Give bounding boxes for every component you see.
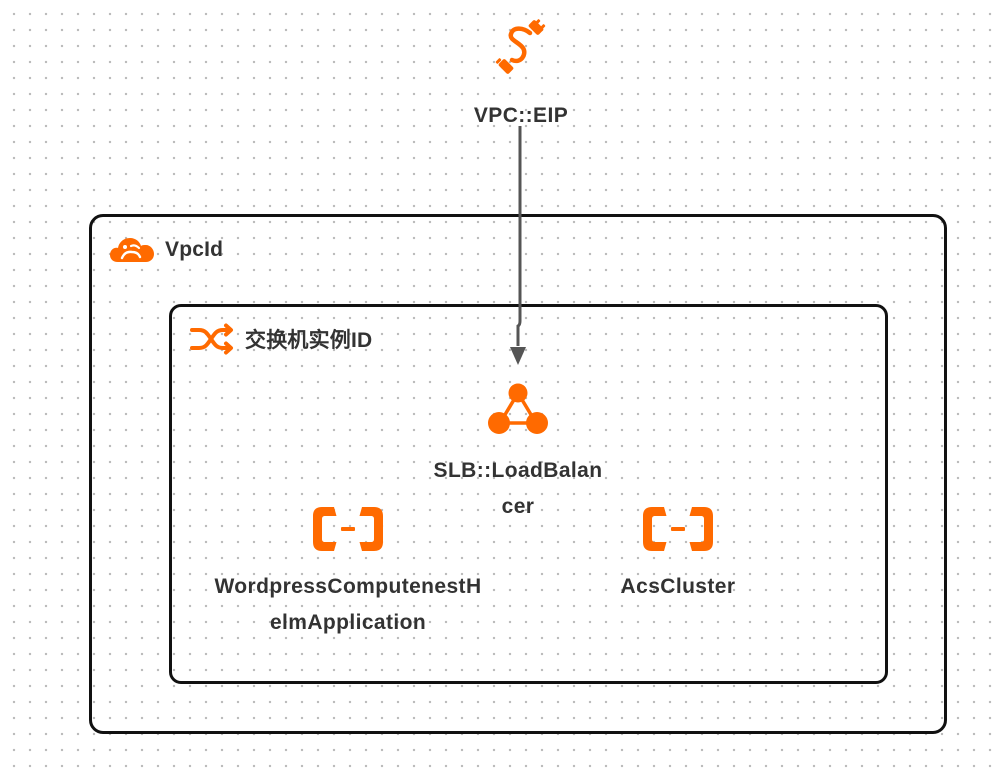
slb-node[interactable]: SLB::LoadBalancer bbox=[428, 381, 608, 525]
compute-nest-icon bbox=[313, 507, 383, 551]
vpc-group-header: VpcId bbox=[109, 235, 223, 265]
acs-cluster-node-label: AcsCluster bbox=[620, 575, 736, 598]
cable-link-icon bbox=[495, 19, 546, 74]
wordpress-app-node-label: WordpressComputenestHelmApplication bbox=[214, 575, 482, 634]
vswitch-group-header: 交换机实例ID bbox=[189, 323, 372, 355]
slb-node-label: SLB::LoadBalancer bbox=[433, 459, 603, 518]
cloud-icon bbox=[110, 238, 154, 262]
eip-node-label: VPC::EIP bbox=[473, 104, 569, 127]
acs-cluster-node[interactable]: AcsCluster bbox=[598, 505, 758, 605]
wordpress-app-node[interactable]: WordpressComputenestHelmApplication bbox=[214, 505, 482, 641]
vswitch-group[interactable]: 交换机实例ID bbox=[169, 304, 888, 684]
load-balancer-icon bbox=[488, 383, 548, 434]
vswitch-group-title: 交换机实例ID bbox=[245, 329, 373, 352]
compute-nest-icon bbox=[643, 507, 713, 551]
eip-node[interactable]: VPC::EIP bbox=[448, 18, 594, 134]
switch-shuffle-icon bbox=[190, 323, 233, 355]
vpc-group-title: VpcId bbox=[165, 238, 224, 261]
